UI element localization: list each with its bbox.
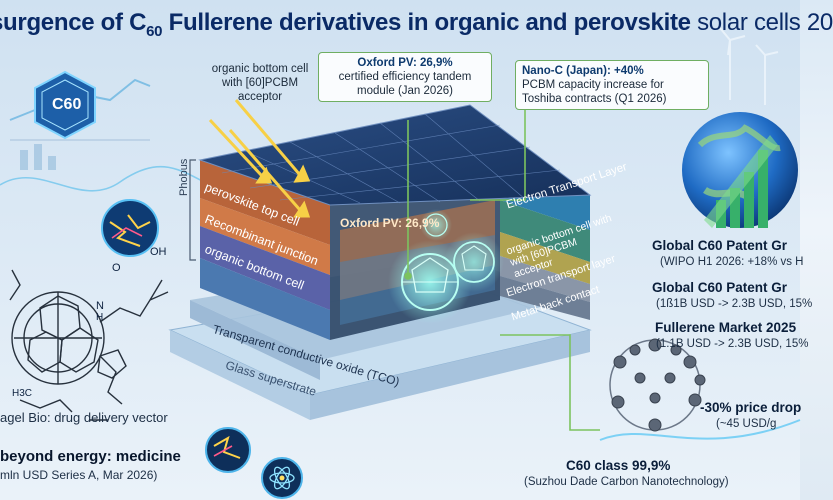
price-drop-sub: (~45 USD/g bbox=[716, 418, 777, 430]
patent-growth-heading-1: Global C60 Patent Gr bbox=[652, 238, 788, 253]
oxford-pv-callout: Oxford PV: 26,9% certified efficiency ta… bbox=[318, 52, 492, 102]
phobus-label: Phobus bbox=[178, 158, 190, 196]
patent-growth-sub-1: (WIPO H1 2026: +18% vs H bbox=[660, 256, 804, 268]
medicine-heading: beyond energy: medicine bbox=[0, 448, 181, 465]
energy-streak bbox=[599, 419, 801, 441]
oxford-pv-headline: Oxford PV: 26,9% bbox=[357, 57, 453, 69]
oxford-pv-detail: certified efficiency tandem module (Jan … bbox=[338, 71, 472, 97]
medicine-subtext: mln USD Series A, Mar 2026) bbox=[0, 468, 158, 482]
patent-growth-sub-2: (1ß1B USD -> 2.3B USD, 15% bbox=[656, 298, 813, 310]
c60-ball-model bbox=[609, 338, 706, 432]
nano-c-headline: Nano-C (Japan): +40% bbox=[522, 65, 644, 77]
c60-icon-label: C60 bbox=[52, 96, 82, 113]
sunlight-arrows bbox=[208, 99, 311, 218]
energy-circle-icon bbox=[101, 199, 159, 257]
fullerene-market-heading: Fullerene Market 2025 bbox=[655, 320, 797, 335]
c60-hexagon-icon bbox=[34, 70, 96, 140]
molecule-label-h: H bbox=[96, 312, 104, 323]
wind-turbine-icons bbox=[719, 27, 779, 105]
growth-bars bbox=[704, 135, 778, 228]
title-subscript: 60 bbox=[146, 22, 163, 40]
molecule-label-oh: OH bbox=[150, 246, 167, 258]
fullerene-glow-2 bbox=[444, 232, 504, 292]
title-lead: surgence of C bbox=[0, 9, 147, 36]
title-tail: solar cells 20 bbox=[697, 9, 833, 36]
inner-oxford-label: Oxford PV: 26,9% bbox=[340, 216, 440, 230]
molecule-label-n: N bbox=[96, 300, 104, 312]
c60-class-sub: (Suzhou Dade Carbon Nanotechnology) bbox=[524, 476, 729, 488]
phobus-bracket bbox=[189, 159, 196, 261]
atom-circle-icon bbox=[261, 457, 303, 499]
title-middle: Fullerene derivatives in organic and per… bbox=[162, 9, 698, 36]
fullerene-glow-3 bbox=[420, 209, 452, 241]
price-drop-heading: -30% price drop bbox=[700, 400, 802, 415]
c60-molecule-structure bbox=[9, 269, 169, 421]
nano-c-detail: PCBM capacity increase for Toshiba contr… bbox=[522, 79, 667, 105]
molecule-label-ch3: H3C bbox=[12, 388, 33, 399]
drug-delivery-label: agel Bio: drug delivery vector bbox=[0, 410, 168, 425]
page-title: surgence of C60 Fullerene derivatives in… bbox=[0, 0, 833, 46]
molecule-label-o: O bbox=[112, 262, 121, 274]
nano-c-callout: Nano-C (Japan): +40% PCBM capacity incre… bbox=[515, 60, 709, 110]
fullerene-market-sub: (1.1B USD -> 2.3B USD, 15% bbox=[656, 338, 809, 350]
c60-class-heading: C60 class 99,9% bbox=[566, 458, 671, 473]
patent-growth-heading-2: Global C60 Patent Gr bbox=[652, 280, 788, 295]
callout-connectors bbox=[404, 110, 600, 431]
organic-bottom-callout: organic bottom cell with [60]PCBM accept… bbox=[211, 63, 309, 103]
spark-circle-icon bbox=[205, 427, 251, 473]
